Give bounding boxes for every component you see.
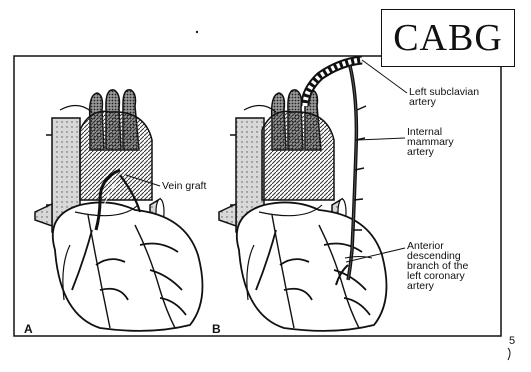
page-number: 5 [509, 336, 515, 346]
scan-speck [196, 31, 198, 33]
heart-b [219, 60, 387, 331]
title-box: CABG [381, 9, 515, 67]
heart-a [35, 90, 203, 331]
label-vein-graft: Vein graft [162, 181, 206, 191]
label-anterior-descending: Anterior descending branch of the left c… [407, 241, 468, 291]
panel-letter-a: A [24, 322, 33, 336]
label-internal-mammary: Internal mammary artery [407, 127, 454, 157]
panel-letter-b: B [212, 322, 221, 336]
diagram-title: CABG [393, 16, 503, 60]
page-tick [508, 348, 510, 360]
label-left-subclavian: Left subclavian artery [409, 87, 479, 107]
